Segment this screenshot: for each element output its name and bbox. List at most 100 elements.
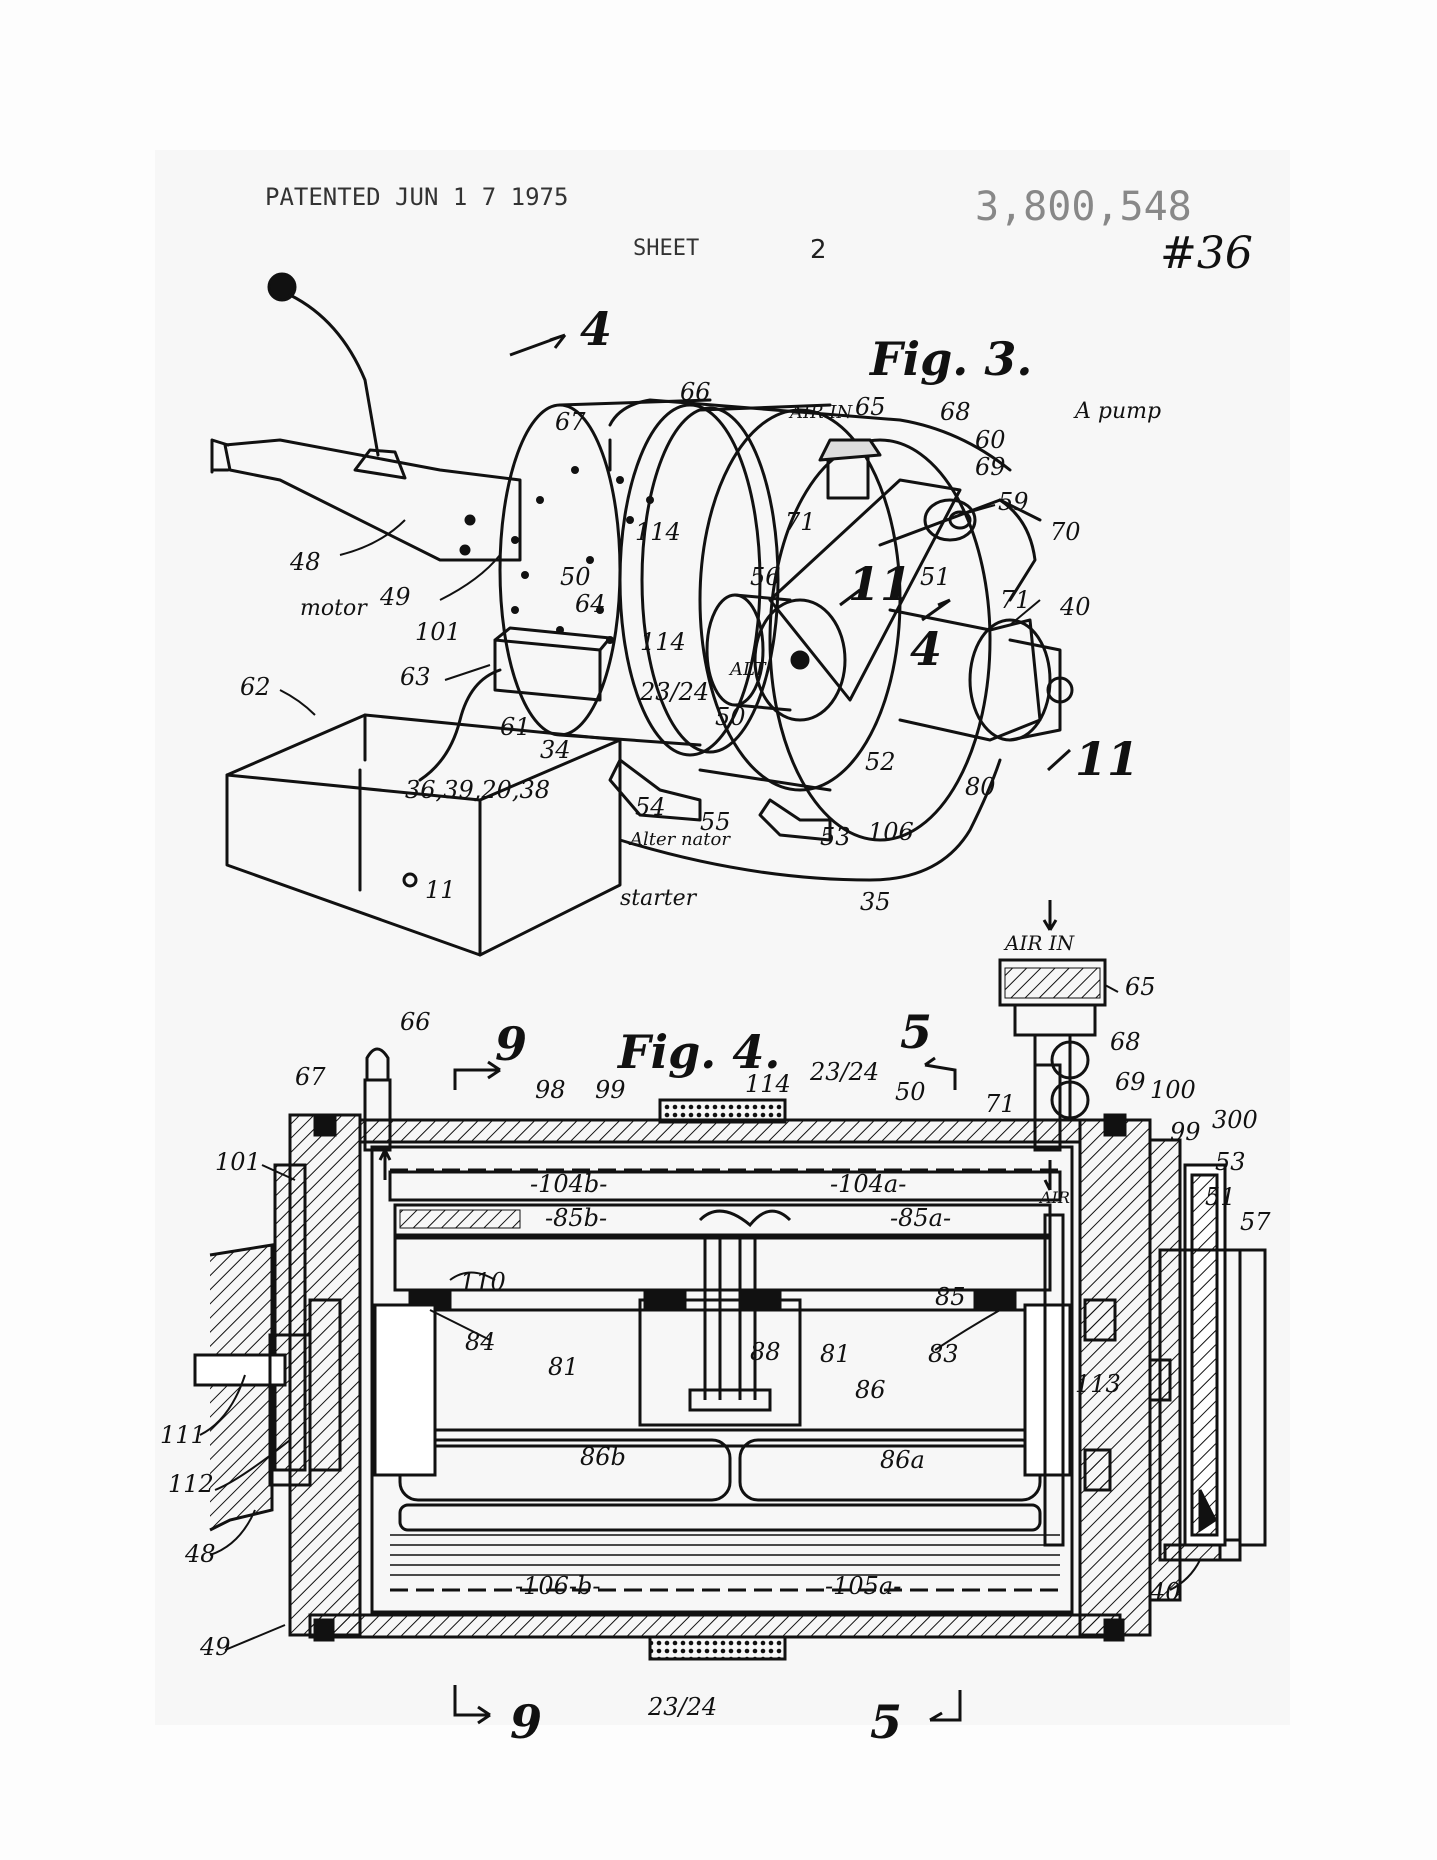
fig3-note-alt: ALT <box>728 659 767 680</box>
fig4-interior-106b: -106-b- <box>515 1572 601 1600</box>
fig4-label-66: 66 <box>400 1008 431 1036</box>
fig3-label-48: 48 <box>289 548 321 576</box>
fig3-label-62: 62 <box>240 673 271 701</box>
fig3-label-114b: 114 <box>640 628 686 656</box>
fig3-note-alternator: Alter nator <box>628 829 731 850</box>
fig4-label-23-24-bottom: 23/24 <box>647 1693 717 1721</box>
fig3-label-69: 69 <box>975 453 1006 481</box>
fig4-label-85: 85 <box>935 1283 966 1311</box>
fig4-label-86: 86 <box>855 1376 886 1404</box>
fig4-label-49: 49 <box>199 1633 231 1661</box>
fig3-label-54: 54 <box>635 793 666 821</box>
fig4-air-label: AIR <box>1038 1188 1070 1207</box>
fig4-section-9-bottom: 9 <box>510 1695 542 1749</box>
shaft-housing-57 <box>1225 1248 1242 1542</box>
fig3-label-40: 40 <box>1059 593 1091 621</box>
pulley-69 <box>1050 1080 1090 1120</box>
fig4-label-53: 53 <box>1215 1148 1246 1176</box>
starter-cable-35 <box>618 758 1002 882</box>
shell-bottom <box>308 1613 1122 1639</box>
fitting-67 <box>363 1078 392 1152</box>
fig3-label-50: 50 <box>560 563 591 591</box>
fig4-interior-88: 88 <box>750 1338 781 1366</box>
fig4-interior-86b: 86b <box>580 1443 626 1471</box>
fig3-title: Fig. 3. <box>868 332 1032 386</box>
fig3-label-71b: 71 <box>785 508 816 536</box>
leader-lines <box>199 504 1201 1651</box>
fig3-label-106: 106 <box>868 818 914 846</box>
fig3-label-53: 53 <box>820 823 851 851</box>
front-end-housing <box>888 608 1042 742</box>
section-mark-4-top: 4 <box>580 302 612 356</box>
fig3-label-71: 71 <box>1000 586 1031 614</box>
control-box-switch <box>402 872 418 888</box>
air-line-66 <box>608 398 1012 472</box>
fig4-label-99: 99 <box>595 1076 626 1104</box>
fig4-label-114: 114 <box>745 1070 791 1098</box>
fig4-label-71: 71 <box>985 1090 1016 1118</box>
fig4-title: Fig. 4. <box>616 1025 780 1079</box>
sheet-label: SHEET <box>633 236 699 261</box>
fig3-label-70: 70 <box>1050 518 1081 546</box>
plate-85 <box>393 1203 1052 1237</box>
fig4-label-67: 67 <box>295 1063 326 1091</box>
fig4-section-5-bottom: 5 <box>870 1695 902 1749</box>
section-mark-4-mid: 4 <box>910 622 942 676</box>
fig4-label-65: 65 <box>1125 973 1156 1001</box>
fig4-label-50: 50 <box>895 1078 926 1106</box>
fig3-label-49: 49 <box>379 583 411 611</box>
fig4-label-23-24-top: 23/24 <box>809 1058 879 1086</box>
fig3-label-56: 56 <box>750 563 781 591</box>
fig4-label-300: 300 <box>1212 1106 1258 1134</box>
fig4-section-9-top: 9 <box>495 1017 527 1071</box>
fig4-interior-86a: 86a <box>880 1446 925 1474</box>
fig3-box-top-label: 36,39,20,38 <box>405 776 550 804</box>
fig4-label-57: 57 <box>1240 1208 1271 1236</box>
fig3-label-66: 66 <box>680 378 711 406</box>
fig4-interior-85a: -85a- <box>890 1204 951 1232</box>
fig3-label-59: 59 <box>998 488 1029 516</box>
fig3-drawing <box>210 272 1074 957</box>
fig3-label-67: 67 <box>555 408 586 436</box>
fig3-label-50b: 50 <box>715 703 746 731</box>
fig4-label-112: 112 <box>168 1470 214 1498</box>
gearshift-lever <box>288 293 380 457</box>
coil-86b <box>398 1438 732 1502</box>
fig3-label-64: 64 <box>575 590 606 618</box>
patented-date: PATENTED JUN 1 7 1975 <box>265 183 568 211</box>
fig3-label-60: 60 <box>975 426 1006 454</box>
fig3-label-61: 61 <box>500 713 531 741</box>
fig3-label-101: 101 <box>415 618 461 646</box>
front-end-40 <box>1238 1248 1267 1547</box>
fig3-label-68: 68 <box>940 398 971 426</box>
fig4-section-5-top: 5 <box>900 1005 932 1059</box>
mounting-bar <box>393 1236 1052 1292</box>
fig4-label-51: 51 <box>1205 1183 1236 1211</box>
air-line-70 <box>998 498 1037 602</box>
section-mark-11-lower: 11 <box>1075 732 1139 786</box>
sheet-number: 2 <box>810 235 827 265</box>
fig4-label-69: 69 <box>1115 1068 1146 1096</box>
fig3-label-52: 52 <box>865 748 896 776</box>
fig3-label-65: 65 <box>855 393 886 421</box>
fig4-interior-81-right: 81 <box>820 1340 851 1368</box>
fig3-label-51: 51 <box>920 563 951 591</box>
fig4-interior-105a: -105a- <box>825 1572 901 1600</box>
magnet-23-24-bottom <box>648 1635 787 1661</box>
fig4-label-84: 84 <box>465 1328 496 1356</box>
drive-belt <box>768 478 962 702</box>
section-mark-11-upper: 11 <box>848 557 912 611</box>
fig4-drawing <box>193 958 1267 1661</box>
magnet-23-24-top <box>658 1098 787 1124</box>
fig4-reference-numerals: 66 67 101 98 99 114 23/24 50 71 65 68 69… <box>160 973 1271 1721</box>
gearshift-knob <box>267 272 297 302</box>
fig3-label-114: 114 <box>635 518 681 546</box>
fig3-note-starter: starter <box>620 886 698 911</box>
left-end-wall-101 <box>288 1113 362 1637</box>
shaft-end <box>1046 676 1074 704</box>
junction-box <box>493 626 612 702</box>
fig4-interior-104b: -104b- <box>530 1170 607 1198</box>
fig3-label-23-24: 23/24 <box>639 678 709 706</box>
fig4-label-40: 40 <box>1149 1578 1181 1606</box>
